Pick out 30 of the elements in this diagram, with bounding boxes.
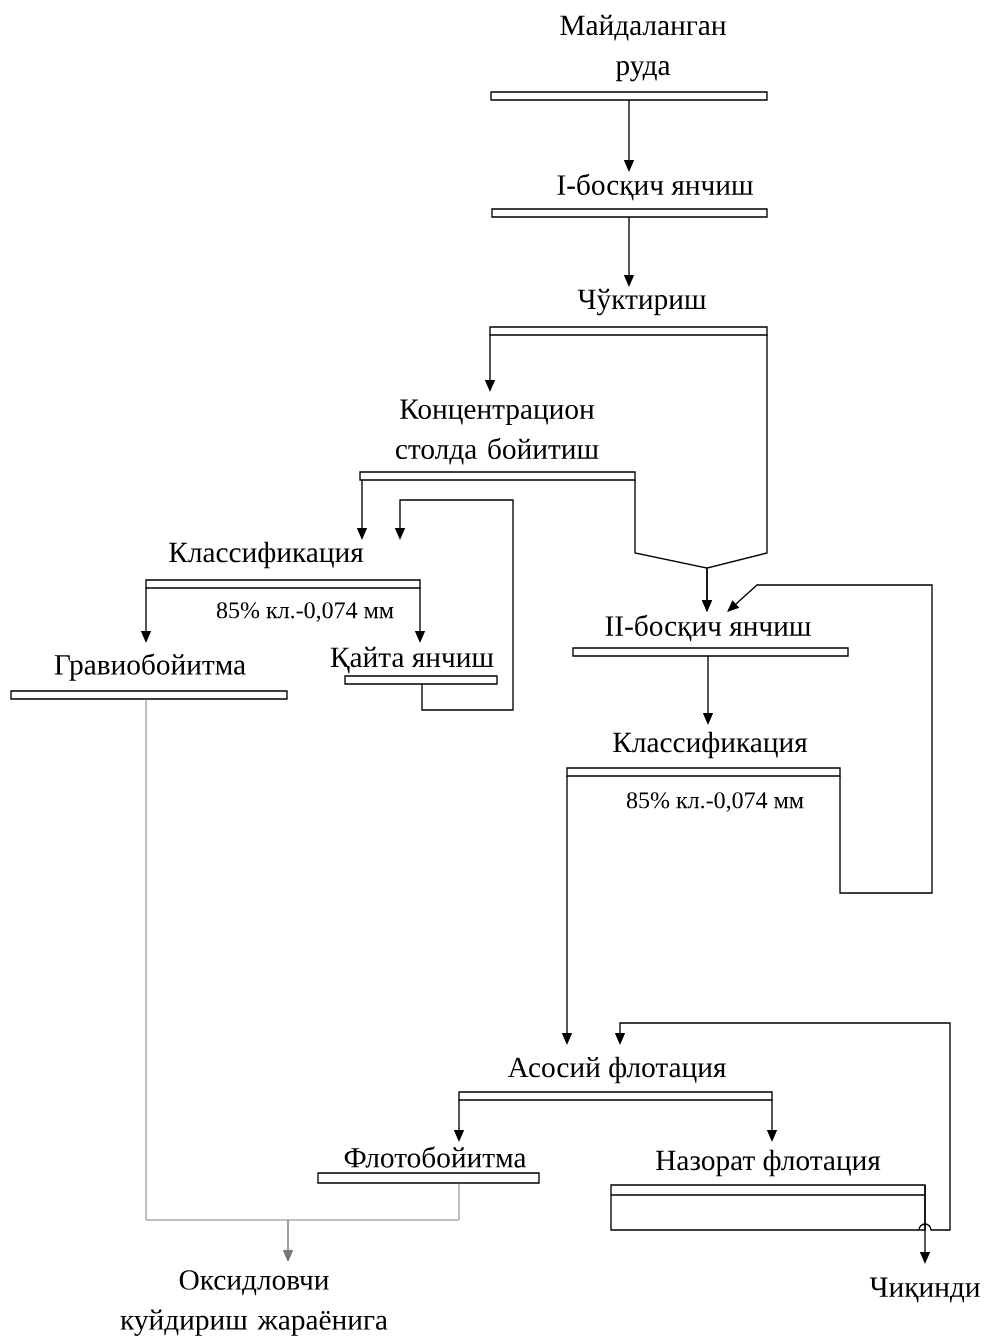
arrow bbox=[727, 584, 933, 894]
node-label: Флотобойитма bbox=[344, 1146, 527, 1168]
node-label: II-босқич янчиш bbox=[605, 614, 811, 642]
process-step: Флотобойитма bbox=[317, 1146, 540, 1184]
process-step: Концентрацион столда бойитиш bbox=[359, 399, 636, 481]
process-step: Классификация bbox=[566, 731, 841, 777]
process-step: Чўктириш bbox=[489, 288, 768, 336]
process-step: Асосий флотация bbox=[458, 1056, 773, 1101]
node-label: I-босқич янчиш bbox=[557, 173, 753, 201]
node-label: Чўктириш bbox=[577, 288, 706, 316]
node-label: Классификация bbox=[613, 731, 808, 759]
node-label: Майдаланган руда bbox=[560, 14, 726, 82]
process-step: II-босқич янчиш bbox=[572, 614, 849, 657]
output-label: Оксидловчи куйдириш жараёнига bbox=[120, 1270, 388, 1336]
node-label: Гравиобойитма bbox=[54, 653, 246, 681]
node-label: Қайта янчиш bbox=[330, 646, 494, 674]
output-label: Чиқинди bbox=[869, 1277, 980, 1303]
process-step: Қайта янчиш bbox=[330, 646, 498, 685]
size-note: 85% кл.-0,074 мм bbox=[626, 792, 804, 812]
process-step: Гравиобойитма bbox=[10, 653, 288, 700]
size-note: 85% кл.-0,074 мм bbox=[216, 602, 394, 622]
process-step: Назорат флотация bbox=[610, 1149, 926, 1231]
process-step: I-босқич янчиш bbox=[491, 173, 768, 218]
node-label: Назорат флотация bbox=[656, 1149, 881, 1177]
process-step: Классификация bbox=[145, 541, 421, 589]
node-label: Концентрацион столда бойитиш bbox=[396, 399, 599, 465]
node-label: Классификация bbox=[169, 541, 364, 569]
node-label: Асосий флотация bbox=[507, 1056, 726, 1084]
process-step: Майдаланган руда bbox=[490, 14, 768, 101]
arrow bbox=[283, 1182, 460, 1262]
